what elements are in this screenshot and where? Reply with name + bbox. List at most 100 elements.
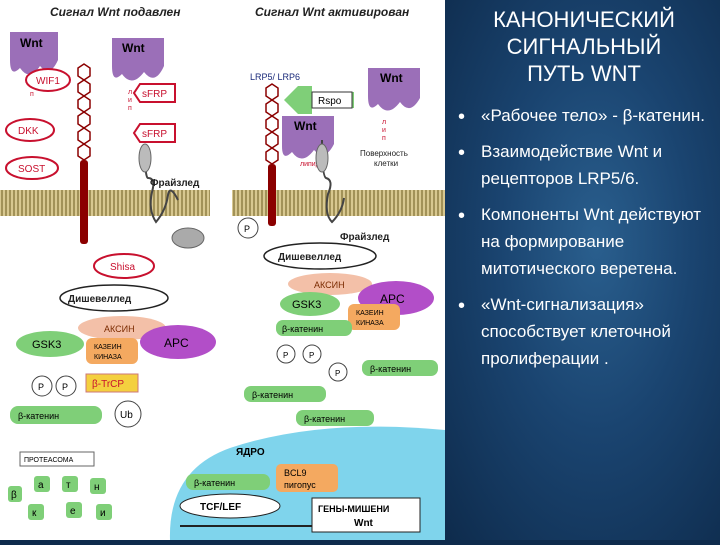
left-panel-title: Сигнал Wnt подавлен [50,5,181,19]
svg-text:Wnt: Wnt [294,119,317,133]
svg-text:APC: APC [380,292,405,306]
text-panel: КАНОНИЧЕСКИЙ СИГНАЛЬНЫЙ ПУТЬ WNT •«Рабоч… [445,0,720,540]
svg-text:β-TrCP: β-TrCP [92,379,124,390]
title-line: СИГНАЛЬНЫЙ [459,33,709,60]
svg-text:п: п [30,91,34,98]
title-line: КАНОНИЧЕСКИЙ [459,6,709,33]
cell-surface-label: Поверхность [360,149,408,158]
svg-text:β-катенин: β-катенин [18,411,59,421]
lipid-label: л [382,119,386,126]
svg-text:к: к [32,508,37,519]
lrp-receptor-left [78,64,90,244]
casein-kinase-right: КАЗЕИН КИНАЗА [348,304,400,330]
apc-left: APC [140,325,216,359]
svg-text:β-катенин: β-катенин [282,324,323,334]
svg-text:GSK3: GSK3 [292,299,321,311]
svg-text:APC: APC [164,336,189,350]
bullet-icon: • [458,203,465,230]
svg-text:КАЗЕИН: КАЗЕИН [94,344,122,351]
bullet-list: •«Рабочее тело» - β-катенин. •Взаимодейс… [455,102,717,381]
svg-text:п: п [128,105,132,112]
gsk3-right: GSK3 [280,292,340,316]
svg-text:DKK: DKK [18,126,39,137]
svg-text:КИНАЗА: КИНАЗА [94,354,122,361]
bullet-item: •«Wnt-сигнализация» способствует клеточн… [455,291,717,372]
svg-text:т: т [66,480,71,491]
svg-text:SOST: SOST [18,164,45,175]
rspo-protein: Rspo [284,86,354,114]
svg-text:sFRP: sFRP [142,129,167,140]
dkk-inhibitor: DKK [6,119,54,141]
proteasome: ПРОТЕАСОМА [20,452,94,466]
cell-membrane-left [0,190,210,216]
svg-text:и: и [128,97,132,104]
frizzled-label: Фрайзлед [150,178,200,189]
axin-right: АКСИН [288,273,372,295]
lrp-label: LRP5/ LRP6 [250,72,300,82]
svg-text:е: е [70,506,76,517]
wnt-pathway-diagram: Сигнал Wnt подавлен Сигнал Wnt активиров… [0,0,445,540]
svg-text:ПРОТЕАСОМА: ПРОТЕАСОМА [24,457,74,464]
svg-text:P: P [335,369,340,378]
b-catenin-fragments: β а т н к е и [8,476,112,520]
right-panel-title: Сигнал Wnt активирован [255,5,410,19]
svg-text:н: н [94,482,100,493]
svg-text:BCL9: BCL9 [284,468,307,478]
svg-text:P: P [38,382,44,392]
svg-text:и: и [100,508,106,519]
b-catenin-right-free: β-катенин [362,360,438,376]
wnt-label: Wnt [20,36,43,50]
wnt-pathway-figure: Сигнал Wnt подавлен Сигнал Wnt активиров… [0,0,445,540]
svg-text:АКСИН: АКСИН [314,280,345,290]
svg-text:КИНАЗА: КИНАЗА [356,320,384,327]
svg-text:TCF/LEF: TCF/LEF [200,502,241,513]
b-catenin-right-2: β-катенин [244,386,326,402]
sost-inhibitor: SOST [6,157,58,179]
b-catenin-nucleus: β-катенин [186,474,270,490]
bullet-item: •Взаимодействие Wnt и рецепторов LRP5/6. [455,138,717,192]
svg-text:Wnt: Wnt [380,71,403,85]
sfrp-inhibitor-left-1: sFRP [134,84,175,102]
nucleus-label: ЯДРО [236,447,265,458]
svg-text:β-катенин: β-катенин [194,478,235,488]
svg-text:Ub: Ub [120,410,133,421]
svg-text:β-катенин: β-катенин [304,414,345,424]
svg-text:КАЗЕИН: КАЗЕИН [356,310,384,317]
svg-text:GSK3: GSK3 [32,339,61,351]
b-trcp: β-TrCP [86,374,138,392]
b-catenin-left: β-катенин [10,406,102,424]
wnt-label: Wnt [122,41,145,55]
gsk3-left: GSK3 [16,331,84,357]
svg-text:P: P [62,382,68,392]
bullet-item: •Компоненты Wnt действуют на формировани… [455,201,717,282]
svg-text:а: а [38,480,44,491]
bullet-icon: • [458,140,465,167]
svg-text:WIF1: WIF1 [36,76,60,87]
dishevelled-left: Дишевеллед [60,285,168,311]
svg-text:β-катенин: β-катенин [370,364,411,374]
svg-text:Rspo: Rspo [318,96,342,107]
dishevelled-right: Дишевеллед [264,243,376,269]
wif1-inhibitor: WIF1 [26,69,70,91]
slide-title: КАНОНИЧЕСКИЙ СИГНАЛЬНЫЙ ПУТЬ WNT [459,6,709,87]
shisa-protein: Shisa [94,254,154,278]
svg-text:P: P [283,351,288,360]
svg-text:sFRP: sFRP [142,89,167,100]
title-line: ПУТЬ WNT [459,60,709,87]
target-genes: ГЕНЫ-МИШЕНИ Wnt [312,498,420,532]
bullet-item: •«Рабочее тело» - β-катенин. [455,102,717,129]
frizzled-cytoplasmic-left [172,228,204,248]
svg-text:клетки: клетки [374,159,398,168]
bullet-icon: • [458,293,465,320]
b-catenin-right-complex: β-катенин [276,320,352,336]
svg-text:Дишевеллед: Дишевеллед [68,294,132,305]
svg-text:β-катенин: β-катенин [252,390,293,400]
frizzled-label-right: Фрайзлед [340,232,390,243]
svg-text:Shisa: Shisa [110,262,135,273]
svg-text:пигопус: пигопус [284,480,316,490]
svg-text:Wnt: Wnt [354,518,374,529]
tcf-lef: TCF/LEF [180,494,280,518]
svg-text:и: и [382,127,386,134]
casein-kinase-left: КАЗЕИН КИНАЗА [86,338,138,364]
